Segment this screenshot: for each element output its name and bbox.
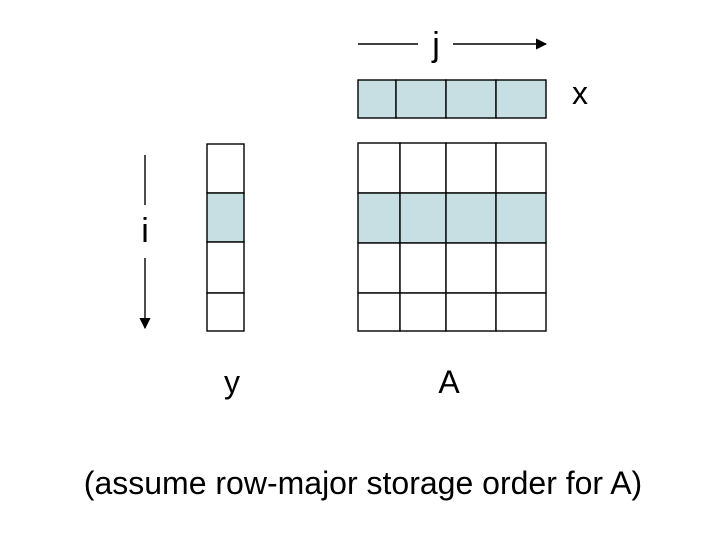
matrix-a-cell xyxy=(357,292,401,332)
j-arrow: j xyxy=(358,26,548,64)
vector-y-cell xyxy=(206,241,245,294)
matrix-a-row xyxy=(357,142,547,194)
x-label: x xyxy=(572,75,588,111)
matrix-a-cell xyxy=(445,142,497,194)
matrix-a-cell xyxy=(399,292,447,332)
matrix-a-cell xyxy=(357,192,401,244)
y-label: y xyxy=(224,364,240,400)
a-label: A xyxy=(438,364,460,400)
j-label: j xyxy=(431,26,440,64)
vector-x-cell xyxy=(495,79,547,119)
vector-y-cell xyxy=(206,292,245,332)
vector-y-cell xyxy=(206,192,245,243)
matrix-a-cell xyxy=(399,242,447,294)
matrix-a-cell xyxy=(495,192,547,244)
vector-x xyxy=(357,79,547,119)
matrix-a-row xyxy=(357,242,547,294)
matrix-a-row xyxy=(357,192,547,244)
i-label: i xyxy=(141,212,149,250)
matrix-a-cell xyxy=(445,192,497,244)
caption: (assume row-major storage order for A) xyxy=(84,465,642,501)
matrix-a-cell xyxy=(495,242,547,294)
matrix-a-cell xyxy=(495,292,547,332)
vector-y-cell xyxy=(206,143,245,194)
matrix-a-cell xyxy=(357,242,401,294)
matrix-a-cell xyxy=(357,142,401,194)
matrix-a-cell xyxy=(445,242,497,294)
matrix-a-row xyxy=(357,292,547,332)
vector-x-cell xyxy=(395,79,447,119)
matrix-a-cell xyxy=(399,142,447,194)
vector-y xyxy=(206,143,245,332)
matrix-a-cell xyxy=(445,292,497,332)
vector-x-cell xyxy=(445,79,497,119)
matrix-a-cell xyxy=(495,142,547,194)
i-arrow: i xyxy=(139,155,151,330)
matrix-a xyxy=(357,142,547,332)
matrix-a-cell xyxy=(399,192,447,244)
vector-x-cell xyxy=(357,79,397,119)
